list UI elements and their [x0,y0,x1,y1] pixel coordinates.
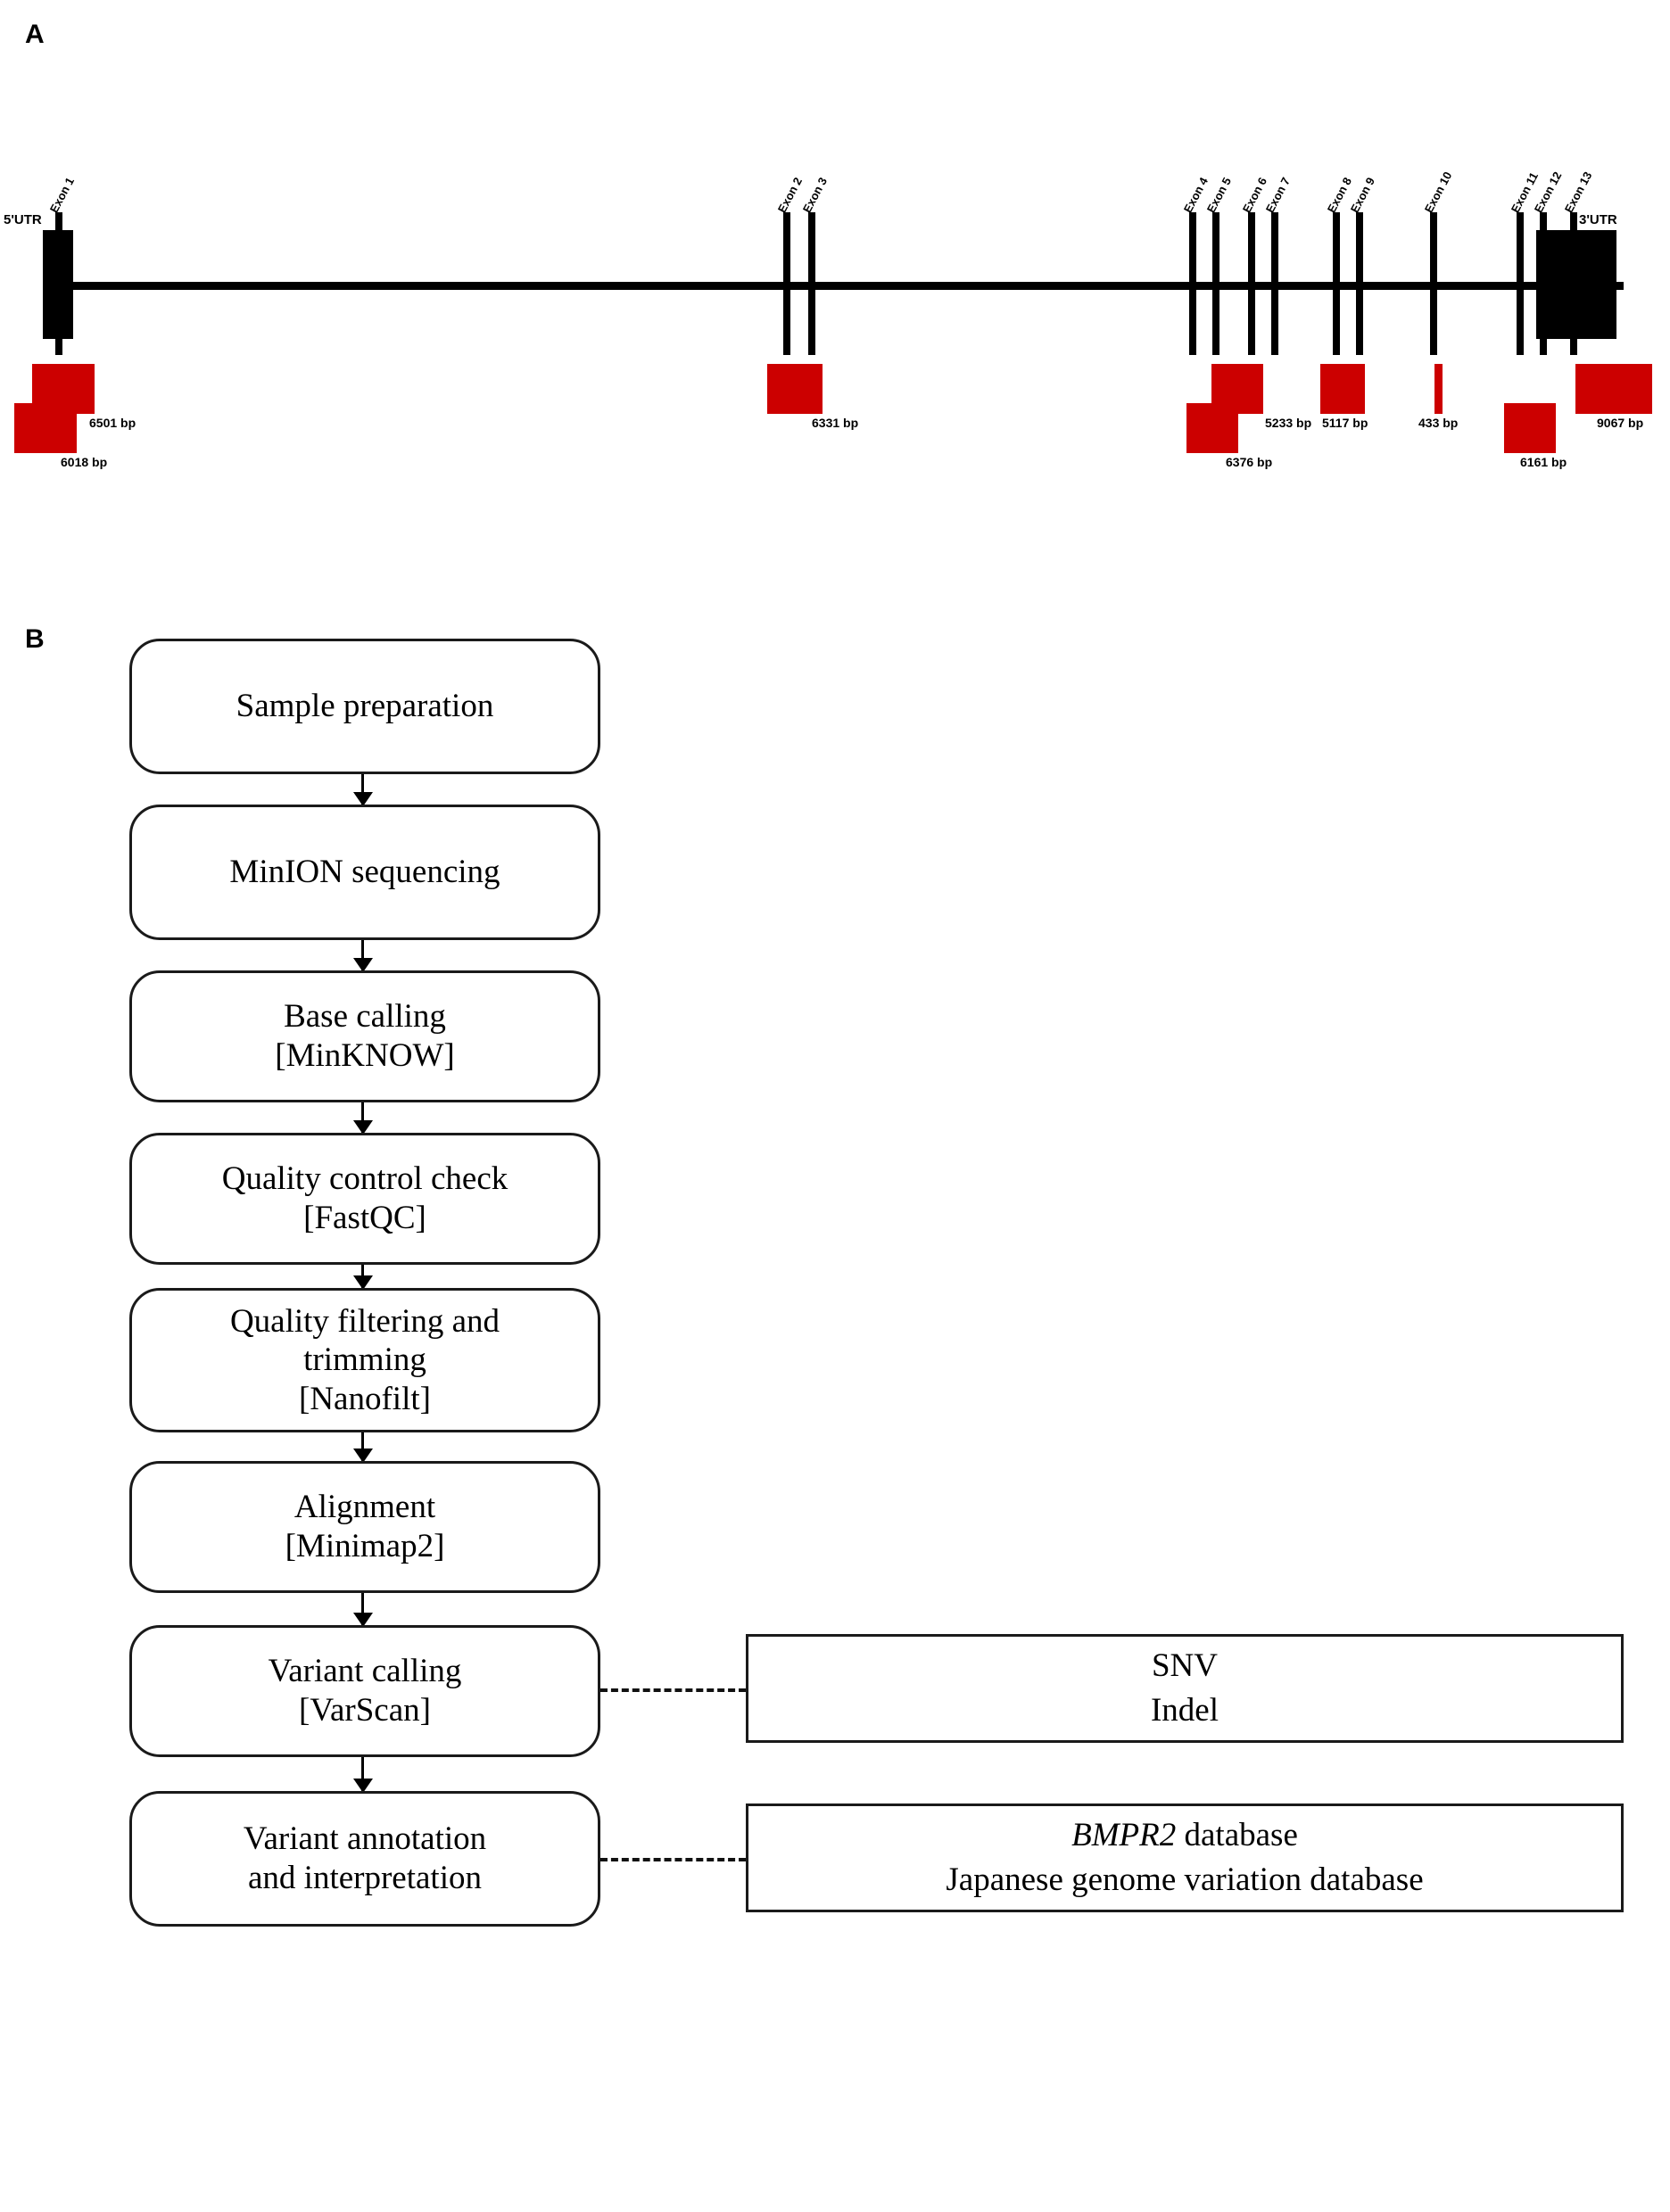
flow-step-line: [MinKNOW] [275,1037,455,1074]
flow-step-line: [Minimap2] [285,1528,445,1564]
amplicon-bar [1504,403,1556,453]
flow-arrow-4 [353,1265,373,1290]
flow-step-line: trimming [303,1341,426,1379]
exon-tick-9 [1356,212,1363,355]
flow-step-line: Base calling [284,998,446,1036]
side-box-1: SNV Indel [746,1634,1624,1743]
exon-tick-12 [1540,212,1547,355]
amplicon-size-label: 433 bp [1418,416,1459,430]
flow-arrow-7 [353,1757,373,1793]
flow-step-line: MinION sequencing [229,854,500,891]
side-box-line: BMPR2 database [1071,1817,1298,1854]
exon-tick-5 [1212,212,1219,355]
flow-step-line: Variant calling [268,1653,462,1690]
flow-step-line: [VarScan] [299,1692,431,1729]
flow-step-line: Sample preparation [236,688,494,725]
exon-tick-13 [1570,212,1577,355]
gene-name-italic: BMPR2 [1071,1817,1177,1854]
flow-step-line: [Nanofilt] [299,1380,431,1417]
amplicon-bar [1575,364,1652,414]
flow-arrow-3 [353,1102,373,1135]
amplicon-size-label: 5117 bp [1322,416,1368,430]
flow-step-line: Alignment [293,1489,436,1526]
flow-step-3[interactable]: Base calling[MinKNOW] [129,970,600,1102]
flow-step-line: and interpretation [248,1860,482,1896]
flow-step-1[interactable]: Sample preparation [129,639,600,774]
side-box-line: SNV [1151,1647,1219,1685]
utr5-label: 5'UTR [4,212,42,227]
exon-tick-4 [1189,212,1196,355]
flow-step-6[interactable]: Alignment[Minimap2] [129,1461,600,1593]
side-box-line: Indel [1150,1692,1219,1729]
amplicon-size-label: 6376 bp [1226,455,1273,469]
flow-arrow-2 [353,940,373,972]
exon-tick-1 [55,212,62,355]
exon-tick-2 [783,212,790,355]
exon-tick-8 [1333,212,1340,355]
amplicon-bar [1186,403,1238,453]
gene-axis-line [54,282,1624,290]
amplicon-bar [14,403,77,453]
exon-tick-3 [808,212,815,355]
amplicon-size-label: 5233 bp [1265,416,1312,430]
amplicon-bar [1434,364,1443,414]
panel-a-label: A [25,20,45,49]
flow-arrow-1 [353,774,373,806]
utr3-label: 3'UTR [1579,212,1617,227]
amplicon-size-label: 6161 bp [1520,455,1567,469]
exon-tick-6 [1248,212,1255,355]
exon-label-1: Exon 1 [46,175,78,215]
amplicon-size-label: 6331 bp [812,416,859,430]
dashed-connector-2 [600,1858,746,1861]
flow-step-line: Quality filtering and [229,1302,500,1340]
flow-step-line: Quality control check [221,1160,508,1198]
dashed-connector-1 [600,1688,746,1692]
flow-arrow-6 [353,1593,373,1627]
flow-step-line: [FastQC] [303,1200,426,1236]
flow-step-2[interactable]: MinION sequencing [129,805,600,940]
flow-step-line: Variant annotation [243,1820,487,1858]
side-box-line: Japanese genome variation database [946,1861,1424,1898]
flow-arrow-5 [353,1432,373,1463]
amplicon-bar [767,364,823,414]
flow-step-7[interactable]: Variant calling[VarScan] [129,1625,600,1757]
exon-tick-11 [1517,212,1524,355]
amplicon-size-label: 6018 bp [61,455,108,469]
amplicon-size-label: 6501 bp [89,416,136,430]
exon-tick-7 [1271,212,1278,355]
amplicon-size-label: 9067 bp [1597,416,1644,430]
exon-label-10: Exon 10 [1421,169,1455,215]
exon-tick-10 [1430,212,1437,355]
exon-label-13: Exon 13 [1561,169,1595,215]
flow-step-4[interactable]: Quality control check[FastQC] [129,1133,600,1265]
amplicon-bar [1320,364,1365,414]
panel-b-label: B [25,624,45,654]
